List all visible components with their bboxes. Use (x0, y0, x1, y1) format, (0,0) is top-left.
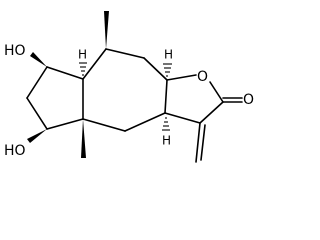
cyclopentane-ring (26, 66, 84, 130)
bond-c11-c9 (164, 112, 201, 124)
label-ho-top: HO (4, 43, 26, 59)
chemical-structure-diagram: HO HO O O H H H (4, 11, 254, 163)
hydroxyl-wedge-top (30, 52, 47, 67)
bond-c2-c3 (26, 97, 48, 130)
bond-c8-o (166, 74, 197, 81)
bond-c3-c4 (46, 118, 84, 130)
methyl-wedge-angular (81, 119, 86, 158)
hashed-bond-h-c8 (163, 63, 172, 77)
label-h-top-right: H (164, 48, 173, 62)
carbonyl-double-bond (222, 97, 243, 103)
lactone-ring (164, 74, 224, 124)
bond-c6-c7 (105, 48, 145, 59)
bond-c5-c1 (46, 66, 84, 80)
bond-o-c12 (209, 81, 224, 103)
label-h-bottom: H (162, 134, 171, 148)
bond-c10-c4 (82, 118, 126, 132)
label-ho-bottom: HO (4, 143, 26, 159)
methylene-double-bond (195, 122, 206, 163)
hashed-bond-h-c9 (162, 117, 170, 131)
hydroxyl-wedge-bottom (27, 129, 47, 143)
bond-c8-c9 (164, 79, 168, 114)
bond-c7-c8 (143, 57, 168, 81)
label-o-carbonyl: O (243, 92, 254, 108)
methyl-wedge-top (104, 11, 109, 49)
bond-c1-c2 (26, 66, 48, 99)
label-o-ring: O (197, 69, 208, 85)
bond-c11-ch2-a (195, 122, 201, 163)
cycloheptane-ring (82, 48, 168, 132)
label-h-top-left: H (78, 48, 87, 62)
hashed-bond-h-c5 (79, 62, 87, 76)
bond-c9-c10 (124, 112, 166, 132)
bond-c12-c11 (199, 101, 224, 124)
bond-c5-c6 (82, 48, 107, 80)
bond-c11-ch2-b (200, 124, 206, 161)
